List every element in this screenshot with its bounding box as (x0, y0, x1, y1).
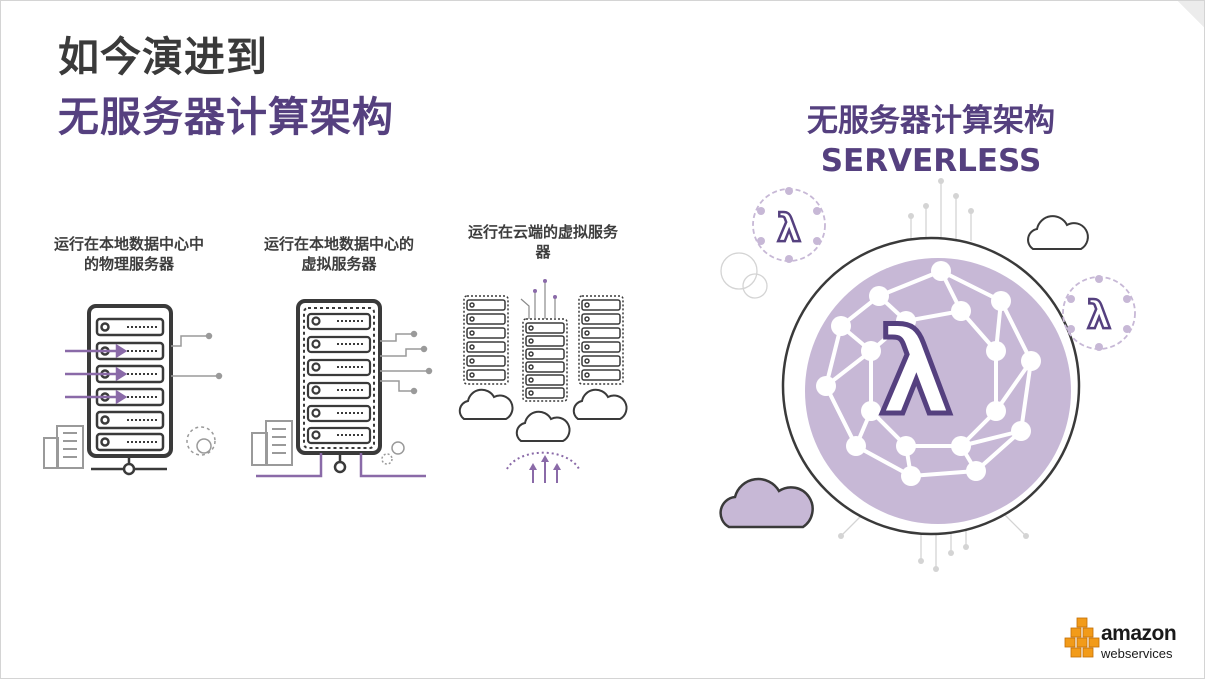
lambda-large-icon: λ (879, 303, 954, 441)
caption-virtual-servers: 运行在本地数据中心的虚拟服务器 (263, 235, 414, 273)
aws-logo-amazon: amazon (1101, 622, 1177, 645)
lambda-small-icon: λ (1087, 293, 1111, 337)
aws-cubes-icon (1064, 617, 1100, 658)
caption-cloud-servers: 运行在云端的虚拟服务器 (467, 223, 618, 261)
serverless-title: 无服务器计算架构SERVERLESS (807, 103, 1055, 179)
caption-physical-servers: 运行在本地数据中心中的物理服务器 (53, 235, 204, 273)
page-curl (1178, 1, 1204, 27)
slide-title-line2: 无服务器计算架构 (58, 93, 394, 141)
virtual-server-icon (251, 299, 433, 478)
cloud-servers-icon (458, 279, 628, 483)
lambda-small-icon: λ (777, 206, 801, 250)
physical-server-icon (43, 304, 223, 476)
aws-logo: amazon webservices (1063, 616, 1187, 664)
slide-title-line1: 如今演进到 (58, 33, 268, 81)
aws-logo-webservices: webservices (1101, 646, 1173, 661)
serverless-illustration (719, 178, 1136, 572)
